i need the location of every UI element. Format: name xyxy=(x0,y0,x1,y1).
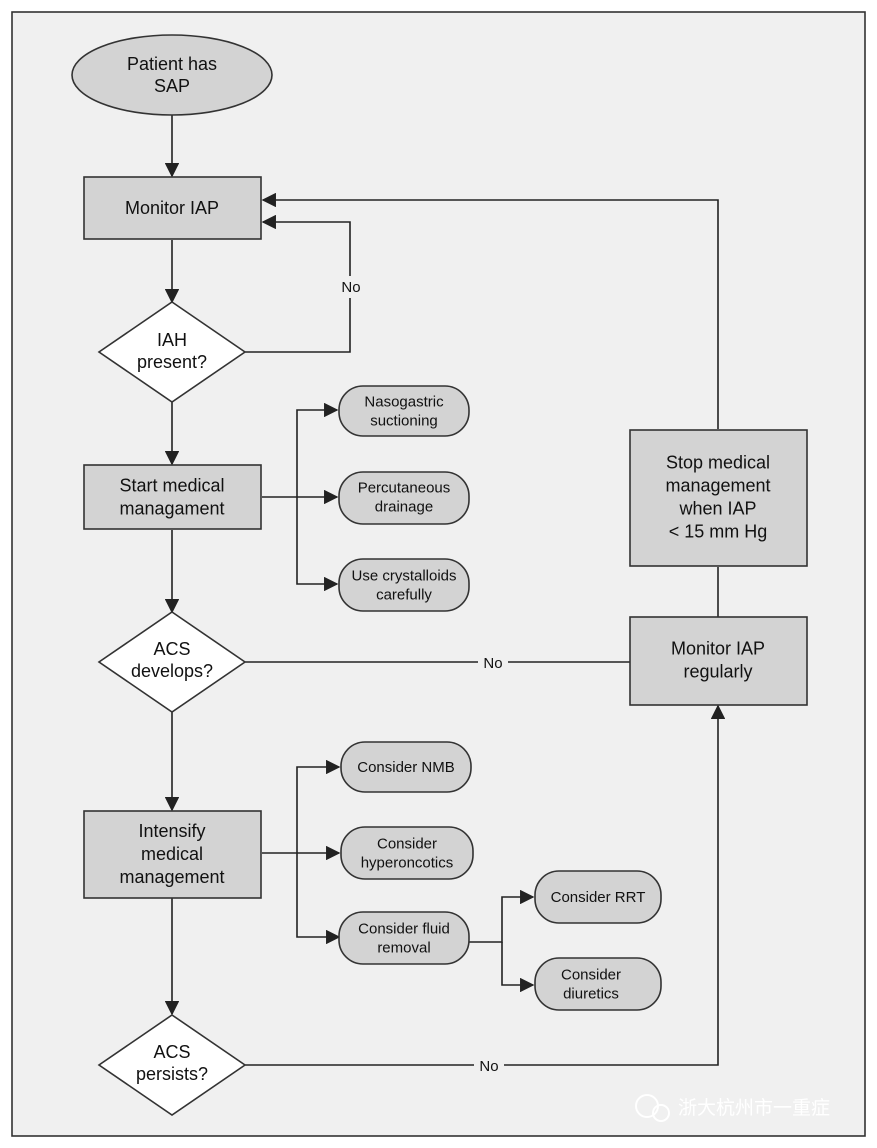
stop-medical-box xyxy=(629,429,808,567)
edge-branch-to-fluid-removal xyxy=(296,853,341,945)
text-line: ACS xyxy=(153,1042,190,1062)
start-medical-label: Start medical managament xyxy=(119,476,224,519)
monitor-iap-label: Monitor IAP xyxy=(125,198,219,218)
text-line: Start medical xyxy=(119,476,224,496)
consider-nmb-pill xyxy=(340,741,472,793)
edge-branch-to-crystalloids xyxy=(296,497,339,592)
edge-label-bg xyxy=(478,652,508,672)
text-line: medical xyxy=(141,844,203,864)
consider-rrt-pill xyxy=(534,870,662,924)
wechat-icon xyxy=(652,1104,670,1122)
consider-rrt-label: Consider RRT xyxy=(551,889,646,906)
text-line: diuretics xyxy=(563,985,619,1002)
text-line: develops? xyxy=(131,661,213,681)
crystalloids-label: Use crystalloids carefully xyxy=(351,567,456,603)
edge-stop-to-monitor xyxy=(261,192,719,429)
iah-present-decision xyxy=(97,301,247,403)
text-line: Percutaneous xyxy=(358,479,451,496)
text-line: hyperoncotics xyxy=(361,854,454,871)
stop-medical-label: Stop medical management when IAP < 15 mm Hg xyxy=(665,453,770,542)
consider-fluid-removal-pill xyxy=(338,911,470,965)
edge-branch-to-nasogastric xyxy=(296,402,339,497)
consider-nmb-label: Consider NMB xyxy=(357,759,455,776)
text-line: persists? xyxy=(136,1064,208,1084)
text-line: when IAP xyxy=(678,499,756,519)
crystalloids-pill xyxy=(338,558,470,612)
consider-hyperoncotics-label: Consider hyperoncotics xyxy=(361,835,454,871)
intensify-box xyxy=(83,810,262,899)
edge-label-bg xyxy=(338,276,364,298)
percutaneous-pill xyxy=(338,471,470,525)
edge-acs-persists-no xyxy=(245,704,726,1066)
text-line: ACS xyxy=(153,639,190,659)
watermark: 浙大杭州市一重症 xyxy=(635,1094,830,1122)
monitor-regularly-label: Monitor IAP regularly xyxy=(671,639,765,682)
text-line: management xyxy=(119,867,224,887)
consider-diuretics-pill xyxy=(534,957,662,1011)
start-node xyxy=(71,34,273,116)
text-line: Monitor IAP xyxy=(125,198,219,218)
monitor-iap-box xyxy=(83,176,262,240)
text-line: managament xyxy=(119,499,224,519)
text-line: regularly xyxy=(683,662,752,682)
text-line: Consider NMB xyxy=(357,759,455,776)
nasogastric-label: Nasogastric suctioning xyxy=(364,393,444,429)
text-line: Use crystalloids xyxy=(351,567,456,584)
text-line: drainage xyxy=(375,498,433,515)
text-line: Consider fluid xyxy=(358,920,450,937)
text-line: management xyxy=(665,476,770,496)
consider-fluid-removal-label: Consider fluid removal xyxy=(358,920,450,956)
edge-fluid-to-rrt xyxy=(468,889,535,943)
edge-label-iah-no: No xyxy=(341,279,360,296)
consider-diuretics-label: Consider diuretics xyxy=(561,966,621,1002)
acs-persists-decision xyxy=(97,1014,247,1116)
percutaneous-label: Percutaneous drainage xyxy=(358,479,451,515)
text-line: suctioning xyxy=(370,412,438,429)
edge-label-acs-develops-no: No xyxy=(483,655,502,672)
text-line: carefully xyxy=(376,586,432,603)
intensify-label: Intensify medical management xyxy=(119,821,224,887)
text-line: Monitor IAP xyxy=(671,639,765,659)
text-line: removal xyxy=(377,939,430,956)
watermark-text: 浙大杭州市一重症 xyxy=(678,1097,830,1119)
text-line: SAP xyxy=(154,76,190,96)
monitor-regularly-box xyxy=(629,616,808,706)
acs-develops-decision xyxy=(97,611,247,713)
text-line: Patient has xyxy=(127,54,217,74)
edge-label-bg xyxy=(474,1055,504,1075)
text-line: IAH xyxy=(157,330,187,350)
edge-label-acs-persists-no: No xyxy=(479,1058,498,1075)
text-line: Consider xyxy=(377,835,437,852)
text-line: Intensify xyxy=(138,821,205,841)
edge-branch-to-nmb xyxy=(296,759,341,853)
edges xyxy=(164,115,726,1066)
edge-fluid-to-diuretics xyxy=(501,942,535,993)
start-medical-box xyxy=(83,464,262,530)
text-line: Stop medical xyxy=(666,453,770,473)
text-line: < 15 mm Hg xyxy=(669,522,768,542)
text-line: Consider RRT xyxy=(551,889,646,906)
nasogastric-pill xyxy=(338,385,470,437)
consider-hyperoncotics-pill xyxy=(340,826,474,880)
text-line: Nasogastric xyxy=(364,393,444,410)
text-line: Consider xyxy=(561,966,621,983)
text-line: present? xyxy=(137,352,207,372)
